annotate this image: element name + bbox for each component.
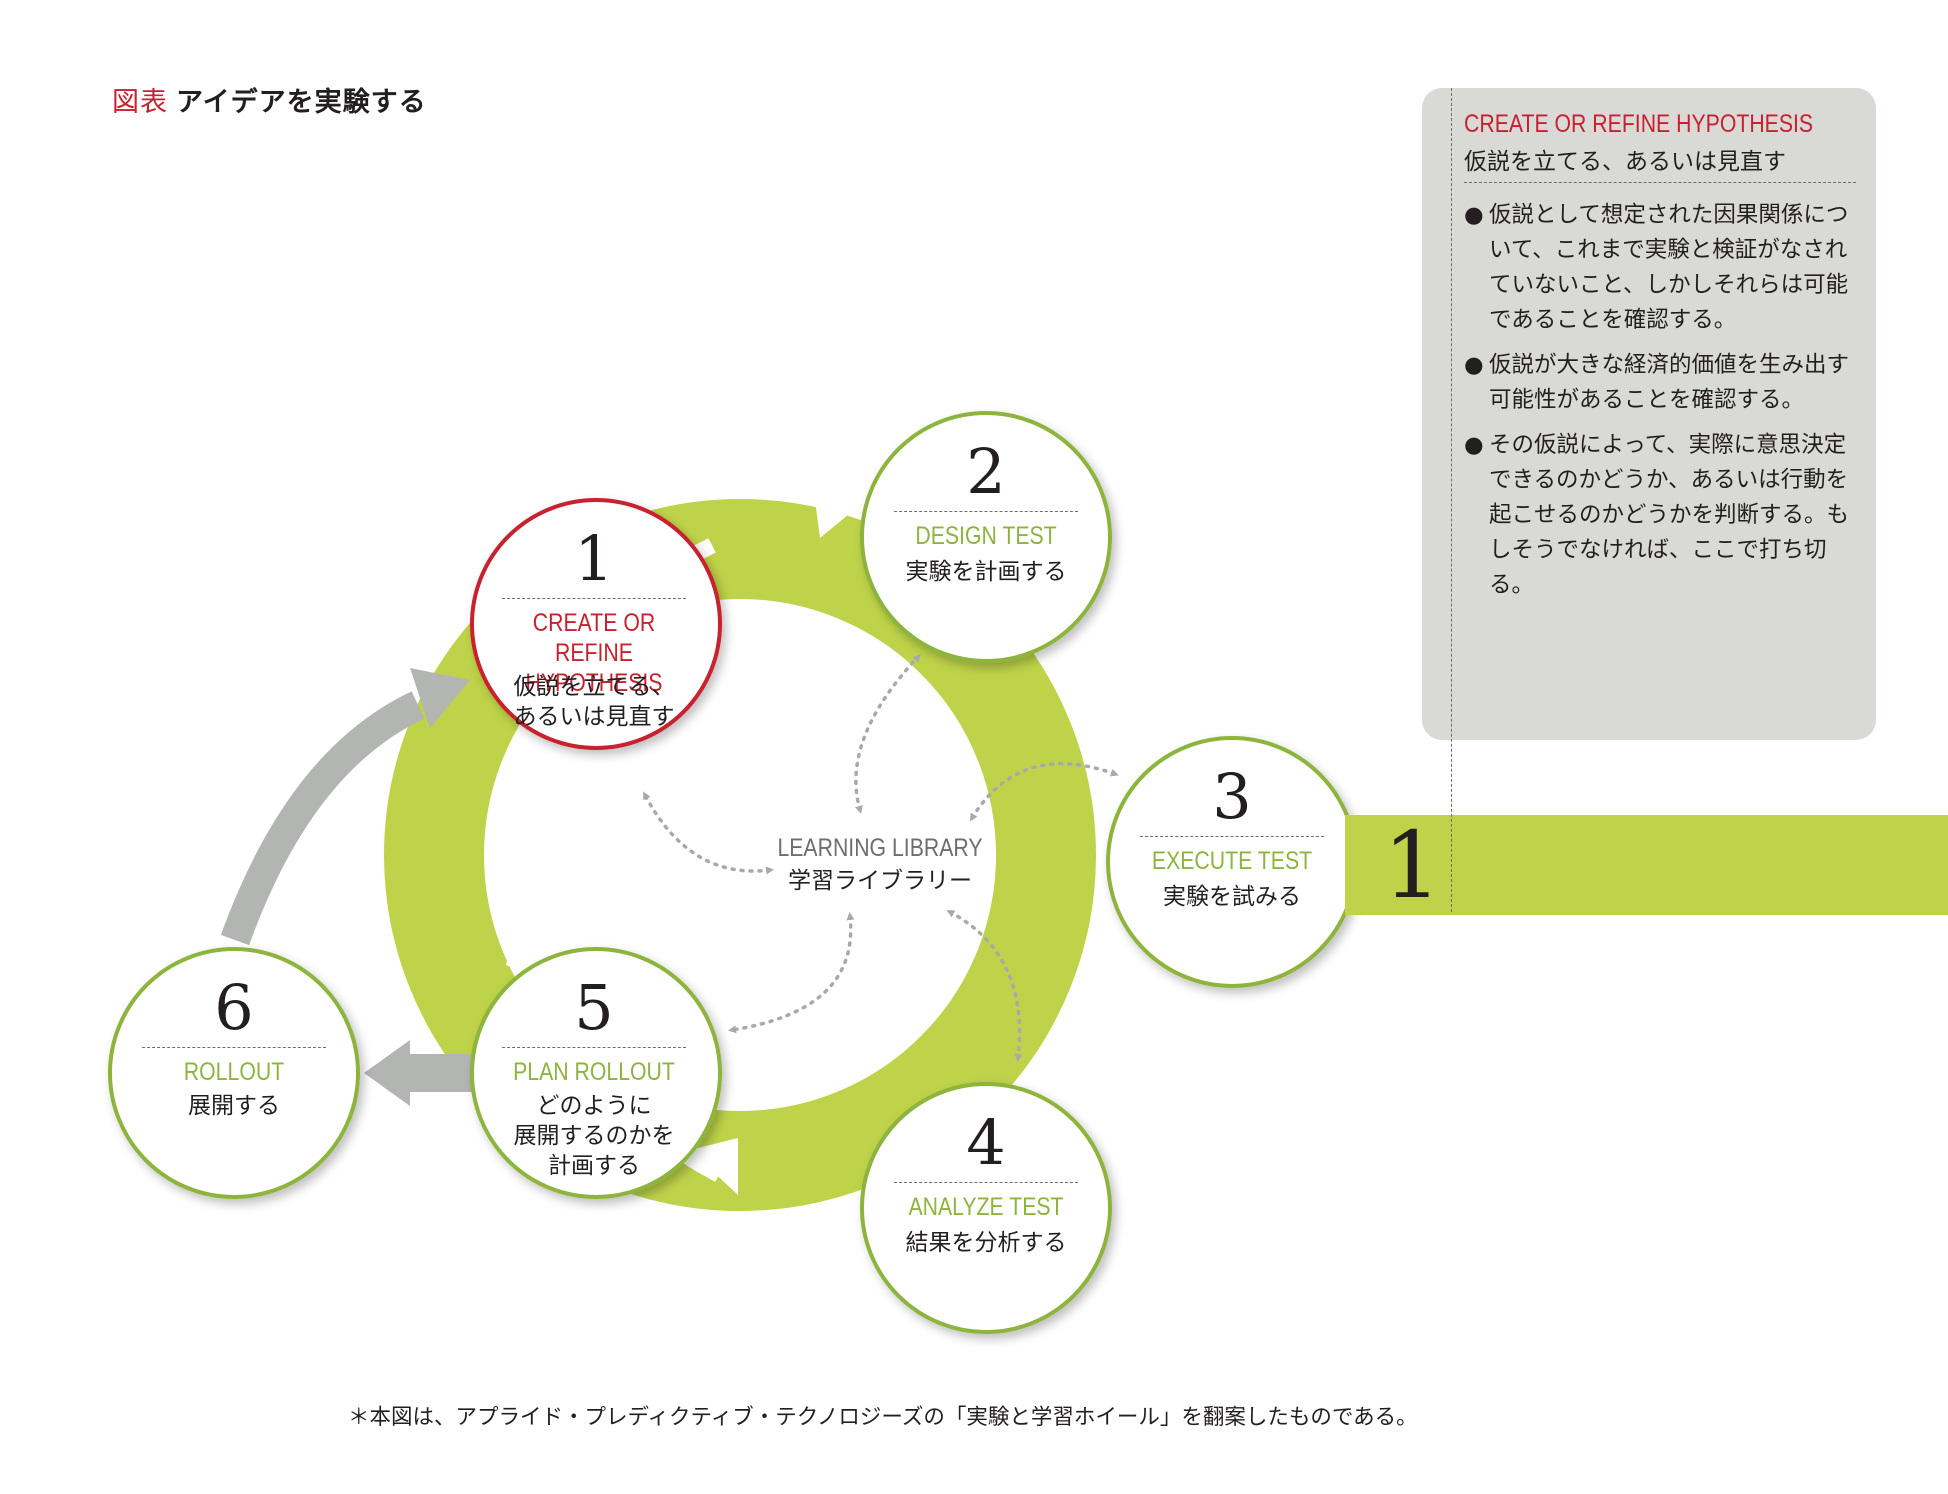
learning-library: LEARNING LIBRARY 学習ライブラリー xyxy=(720,832,1040,898)
figure-title: 図表アイデアを実験する xyxy=(112,80,427,119)
stage-bar: 1 xyxy=(1345,812,1948,919)
node-6-label-en: ROLLOUT xyxy=(183,1058,285,1086)
arrowhead-2-to-3 xyxy=(1172,690,1233,745)
connector-library-node5 xyxy=(728,912,855,1034)
hypothesis-panel: CREATE OR REFINE HYPOTHESIS 仮説を立てる、あるいは見… xyxy=(1422,88,1876,740)
node-5-label-ja: どのように 展開するのかを 計画する xyxy=(513,1093,675,1179)
node-5-divider xyxy=(502,1047,686,1048)
connector-library-node2 xyxy=(854,654,921,814)
learning-library-label-en: LEARNING LIBRARY xyxy=(777,834,983,862)
arrowhead-1-to-2 xyxy=(812,478,860,538)
node-1-label-en: CREATE OR REFINE HYPOTHESIS xyxy=(525,609,663,697)
panel-bullet: その仮説によって、実際に意思決定できるのかどうか、あるいは行動を起こせるのかどう… xyxy=(1464,428,1864,603)
node-3-label-en: EXECUTE TEST xyxy=(1151,847,1313,875)
learning-library-label-ja: 学習ライブラリー xyxy=(788,868,972,894)
node-4-divider xyxy=(894,1182,1078,1183)
node-2-divider xyxy=(894,511,1078,512)
node-6-number: 6 xyxy=(214,971,254,1044)
node-1-label-ja: 仮説を立てる、 あるいは見直す xyxy=(513,674,675,730)
node-6-divider xyxy=(142,1047,326,1048)
node-2: 2 DESIGN TEST 実験を計画する xyxy=(864,413,1108,657)
node-2-number: 2 xyxy=(966,435,1006,508)
node-5-circle xyxy=(470,947,722,1199)
footnote: ＊本図は、アプライド・プレディクティブ・テクノロジーズの「実験と学習ホイール」を… xyxy=(348,1405,1418,1430)
node-4-label-en: ANALYZE TEST xyxy=(908,1193,1064,1221)
panel-bullet: 仮説として想定された因果関係について、これまで実験と検証がなされていないこと、し… xyxy=(1464,198,1864,338)
node-3: 3 EXECUTE TEST 実験を試みる xyxy=(1110,738,1354,982)
arrowhead-5-to-6 xyxy=(364,1040,410,1106)
node-5-number: 5 xyxy=(574,971,614,1044)
node-2-label-en: DESIGN TEST xyxy=(915,522,1057,550)
cycle-ring xyxy=(384,499,1096,1211)
arrowhead-5-to-1 xyxy=(516,782,568,828)
panel-heading-en: CREATE OR REFINE HYPOTHESIS xyxy=(1464,110,1814,138)
cycle-arrowheads xyxy=(516,478,1233,1195)
node-5-label-en: PLAN ROLLOUT xyxy=(513,1058,675,1086)
node-1-divider xyxy=(502,598,686,599)
node-1-number: 1 xyxy=(574,522,614,595)
panel-connector-line xyxy=(1451,88,1452,912)
node-3-divider xyxy=(1140,836,1324,837)
node-4-label-ja: 結果を分析する xyxy=(905,1230,1067,1256)
arrowhead-4-to-5 xyxy=(690,1138,738,1195)
stage-bar-number: 1 xyxy=(1383,812,1442,919)
node-1-circle xyxy=(470,498,722,750)
arrow-3-to-4 xyxy=(1118,990,1198,1132)
library-connectors xyxy=(643,654,1119,1062)
panel-bullet-list: 仮説として想定された因果関係について、これまで実験と検証がなされていないこと、し… xyxy=(1464,198,1864,613)
connector-library-node3 xyxy=(969,761,1119,822)
connector-library-node1 xyxy=(643,791,774,875)
figure-label: 図表 xyxy=(112,87,168,118)
node-2-circle xyxy=(860,411,1112,663)
node-6-label-ja: 展開する xyxy=(188,1093,280,1119)
node-4-circle xyxy=(860,1082,1112,1334)
node-6-circle xyxy=(108,947,360,1199)
node-2-label-ja: 実験を計画する xyxy=(905,559,1067,585)
arrowhead-3-to-4 xyxy=(1110,1095,1162,1138)
panel-heading-ja: 仮説を立てる、あるいは見直す xyxy=(1464,149,1786,175)
panel-bullet: 仮説が大きな経済的価値を生み出す可能性があることを確認する。 xyxy=(1464,348,1864,418)
panel-divider xyxy=(1464,182,1856,183)
node-3-label-ja: 実験を試みる xyxy=(1163,884,1301,910)
node-5: 5 PLAN ROLLOUT どのように 展開するのかを 計画する xyxy=(472,949,716,1193)
figure-title-text: アイデアを実験する xyxy=(176,87,427,118)
node-6: 6 ROLLOUT 展開する xyxy=(112,949,356,1193)
node-4: 4 ANALYZE TEST 結果を分析する xyxy=(864,1084,1108,1328)
arrowhead-6-to-1 xyxy=(410,668,470,728)
connector-library-node4 xyxy=(946,910,1023,1062)
node-4-number: 4 xyxy=(966,1106,1006,1179)
node-1: 1 CREATE OR REFINE HYPOTHESIS 仮説を立てる、 ある… xyxy=(472,500,716,744)
node-3-number: 3 xyxy=(1212,760,1252,833)
arrow-6-to-1 xyxy=(220,691,425,946)
